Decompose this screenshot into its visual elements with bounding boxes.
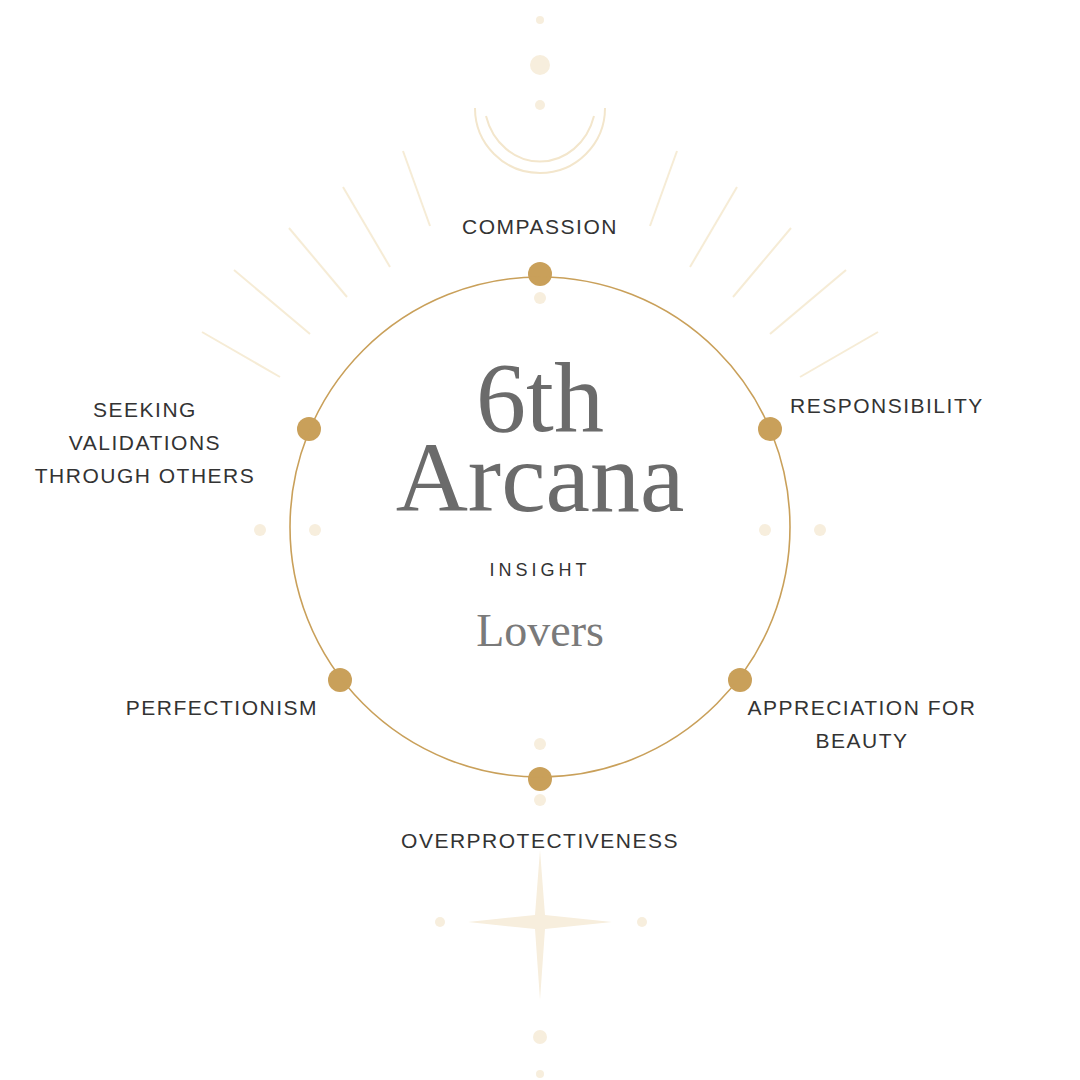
trait-label: PERFECTIONISM xyxy=(18,691,318,724)
sun-rays xyxy=(202,151,878,377)
brand-word: INSIGHT xyxy=(489,559,590,581)
card-name: Lovers xyxy=(476,603,604,658)
circle-outline xyxy=(289,276,791,778)
arcana-circle: 6th ArcanaINSIGHT Lovers xyxy=(289,276,791,778)
trait-label: RESPONSIBILITY xyxy=(790,389,1070,422)
circle-ring xyxy=(290,277,790,777)
trait-label: COMPASSION xyxy=(390,210,690,243)
trait-label: APPRECIATION FOR BEAUTY xyxy=(747,691,977,757)
trait-label: SEEKING VALIDATIONS THROUGH OTHERS xyxy=(14,393,276,492)
trait-label: OVERPROTECTIVENESS xyxy=(330,824,750,857)
arcana-title: 6th Arcana xyxy=(380,358,700,518)
crescent-moon xyxy=(475,108,605,173)
